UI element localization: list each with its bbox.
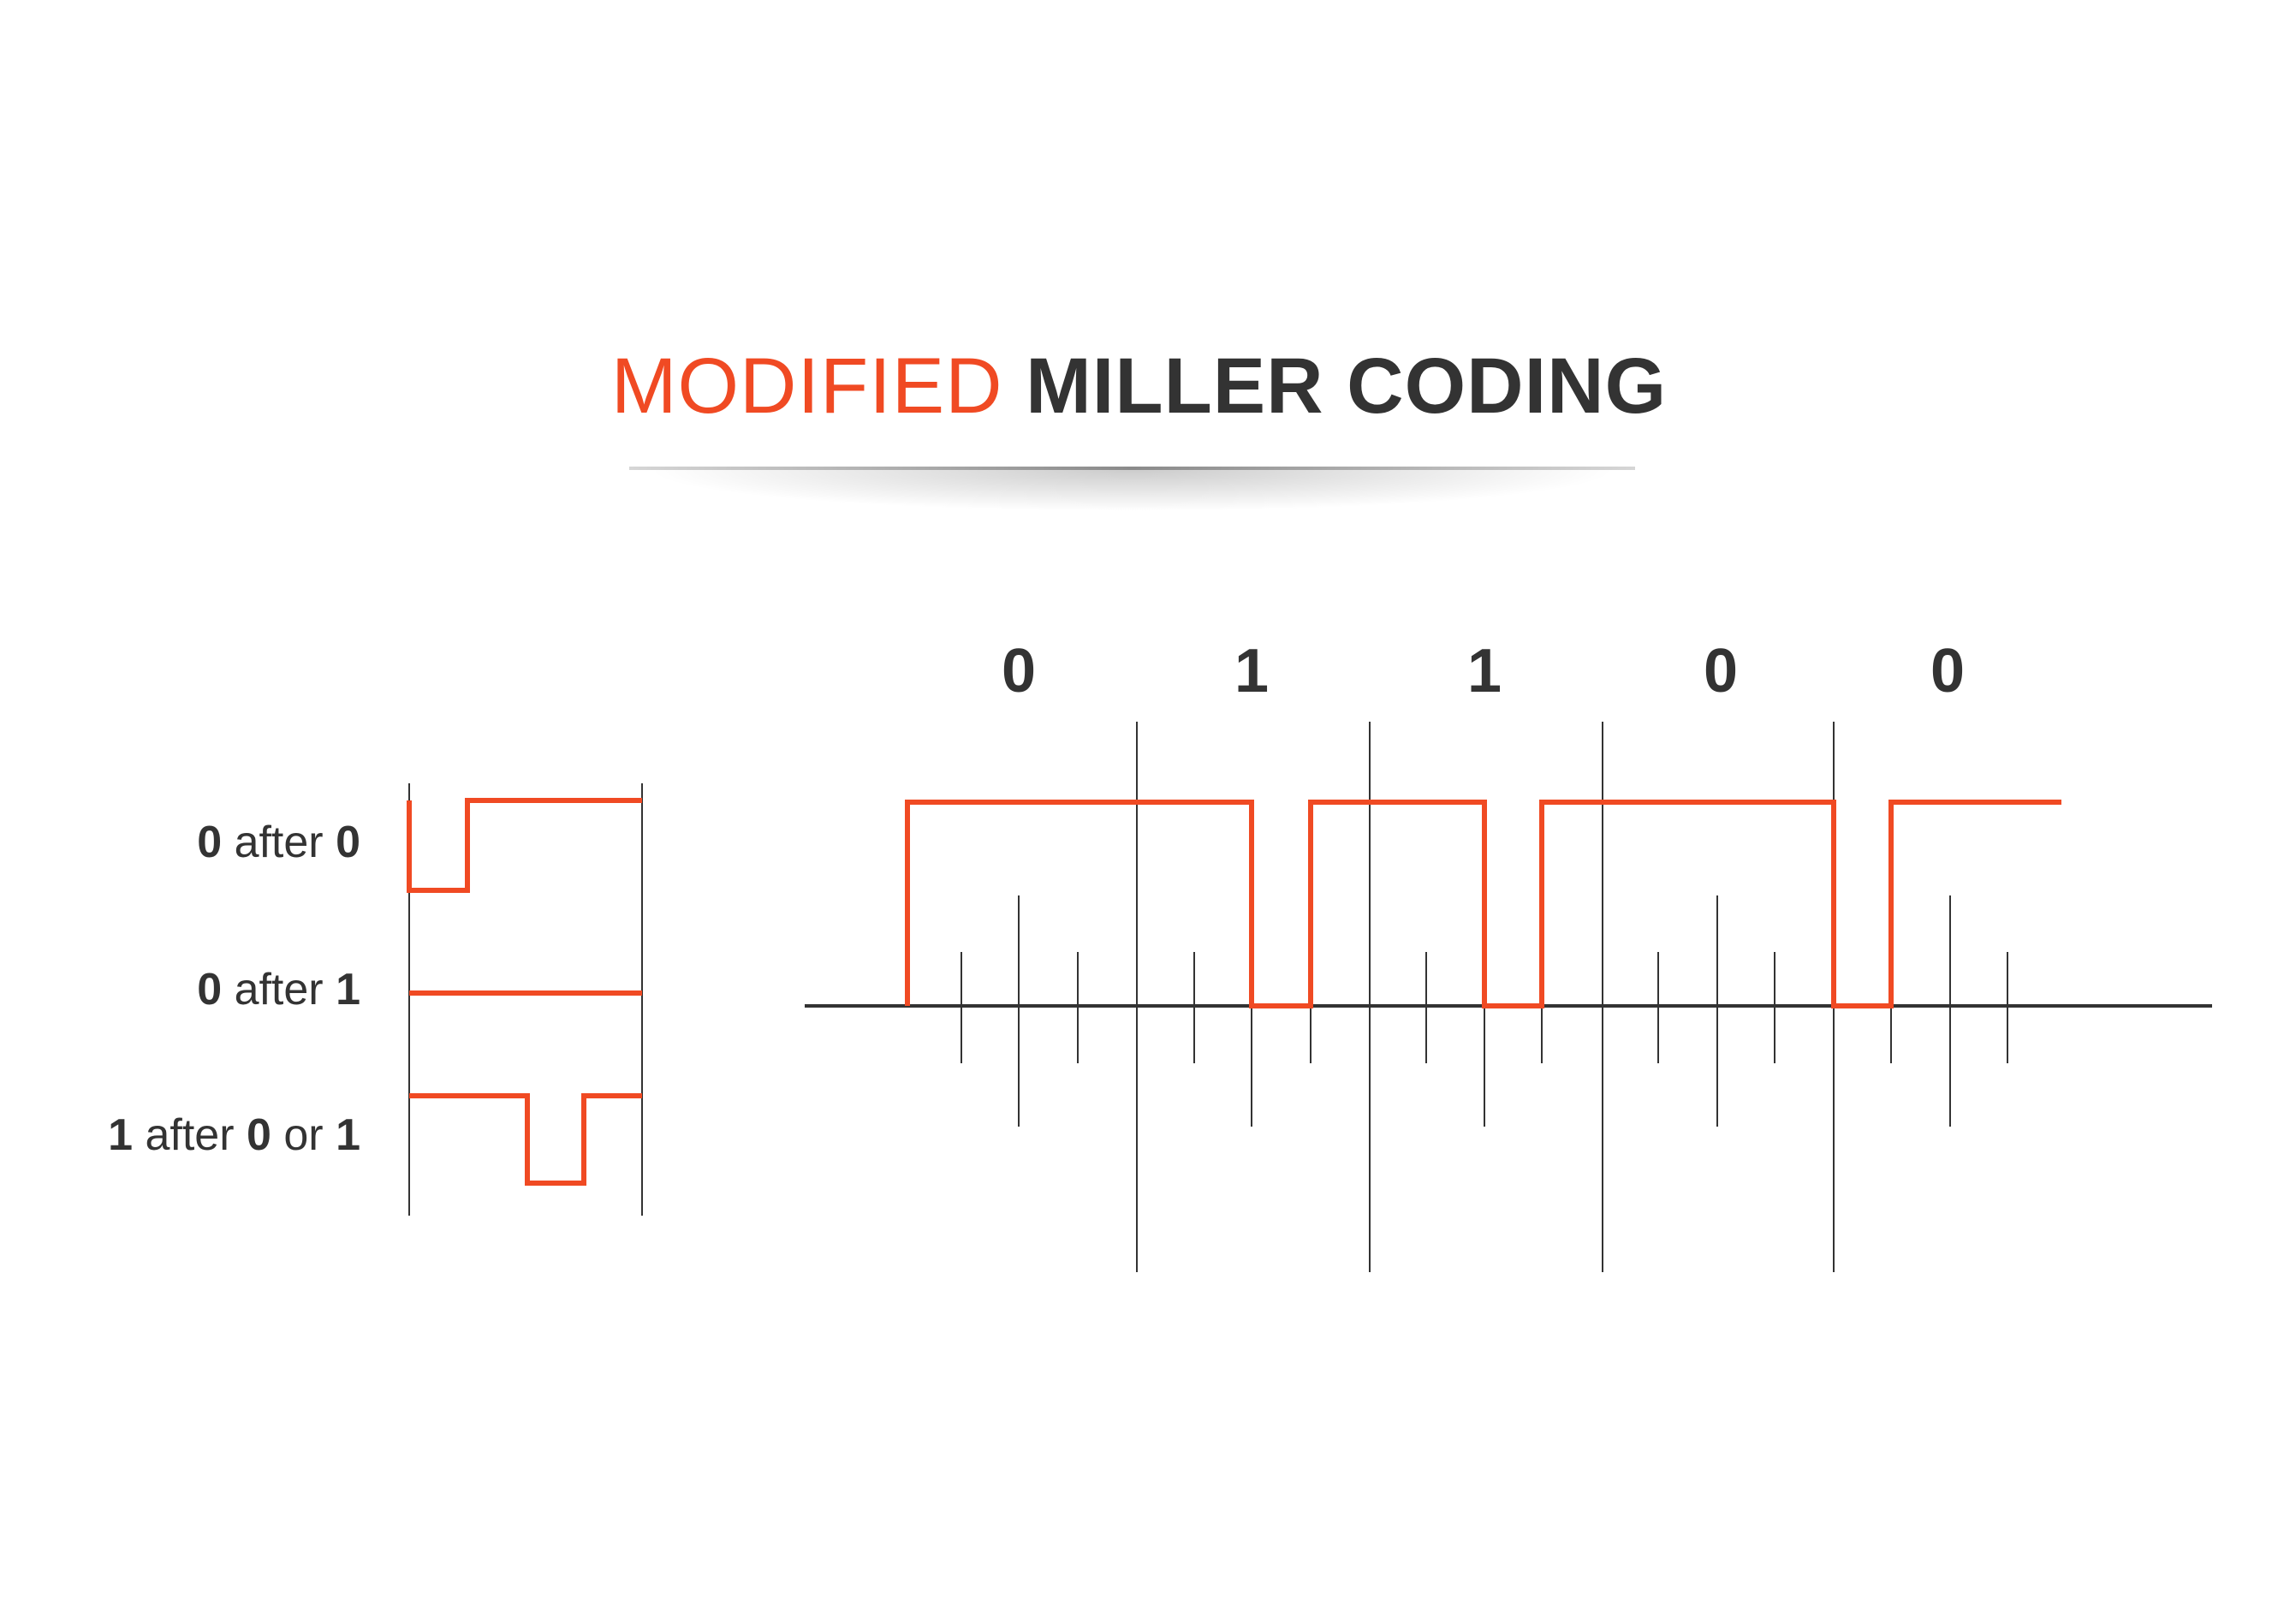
legend-label-1-after-0-or-1: 1 after 0 or 1	[108, 1110, 360, 1160]
encoded-signal	[905, 800, 2061, 1008]
bit-label: 1	[1467, 637, 1502, 705]
legend-label-0-after-0: 0 after 0	[197, 818, 360, 867]
title-main: MILLER CODING	[1026, 342, 1668, 430]
legend-wave-0-after-0	[407, 798, 642, 893]
title-underline-shadow	[651, 470, 1614, 511]
diagram-title: MODIFIED MILLER CODING	[0, 347, 2278, 425]
bit-label: 0	[1002, 637, 1036, 705]
title-underline	[629, 467, 1635, 470]
bit-label: 1	[1234, 637, 1269, 705]
legend-label-0-after-1: 0 after 1	[197, 965, 360, 1014]
bit-label: 0	[1704, 637, 1738, 705]
bit-label: 0	[1930, 637, 1965, 705]
title-accent: MODIFIED	[610, 342, 1003, 430]
legend-wave-1-after-0-or-1	[409, 1093, 642, 1186]
